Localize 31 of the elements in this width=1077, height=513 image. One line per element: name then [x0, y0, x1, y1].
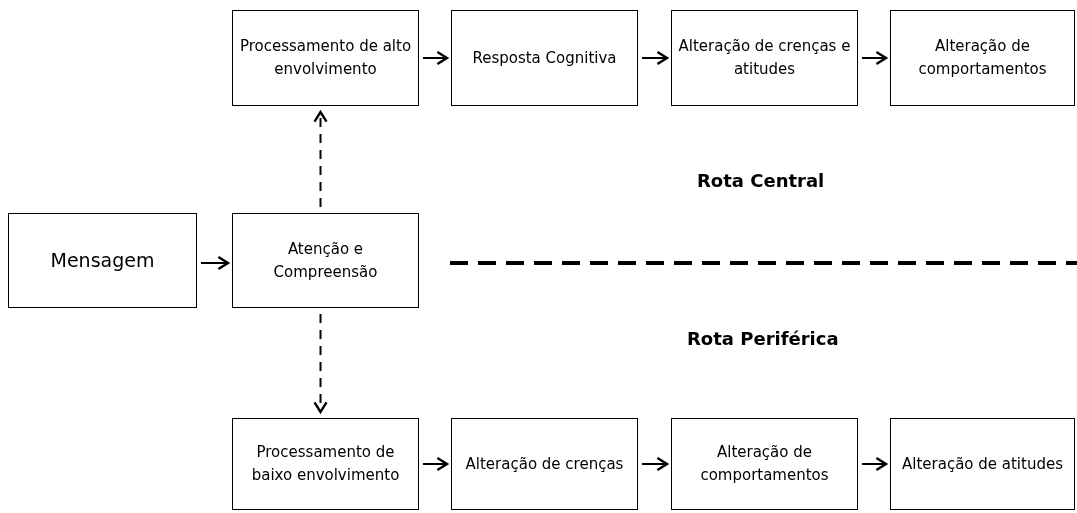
arrow [861, 456, 888, 472]
arrow [861, 50, 888, 66]
process-box [451, 418, 638, 510]
process-box [232, 418, 419, 510]
box-text: Alteração de comportamentos [917, 36, 1048, 80]
box-text: Processamento de alto envolvimento [238, 36, 413, 80]
process-box [232, 10, 419, 106]
box-text: Alteração de comportamentos [699, 442, 830, 486]
process-box [671, 418, 858, 510]
process-box [232, 213, 419, 308]
arrow [641, 50, 669, 66]
arrow [422, 456, 449, 472]
box-text: Processamento de baixo envolvimento [250, 442, 401, 486]
arrow [422, 50, 449, 66]
route-label: Rota Periférica [687, 328, 839, 349]
arrow [641, 456, 669, 472]
process-box [8, 213, 197, 308]
box-text: Mensagem [50, 249, 155, 272]
arrow [313, 110, 328, 208]
process-box [890, 10, 1075, 106]
route-label: Rota Central [697, 170, 825, 191]
arrow [313, 313, 328, 414]
box-text: Alteração de crenças [465, 453, 624, 475]
process-box [671, 10, 858, 106]
box-text: Resposta Cognitiva [472, 47, 617, 69]
process-box [890, 418, 1075, 510]
box-text: Alteração de crenças e atitudes [677, 36, 852, 80]
arrow [200, 255, 230, 271]
box-text: Alteração de atitudes [902, 453, 1063, 475]
box-text: Atenção e Compreensão [272, 238, 379, 283]
process-box [451, 10, 638, 106]
